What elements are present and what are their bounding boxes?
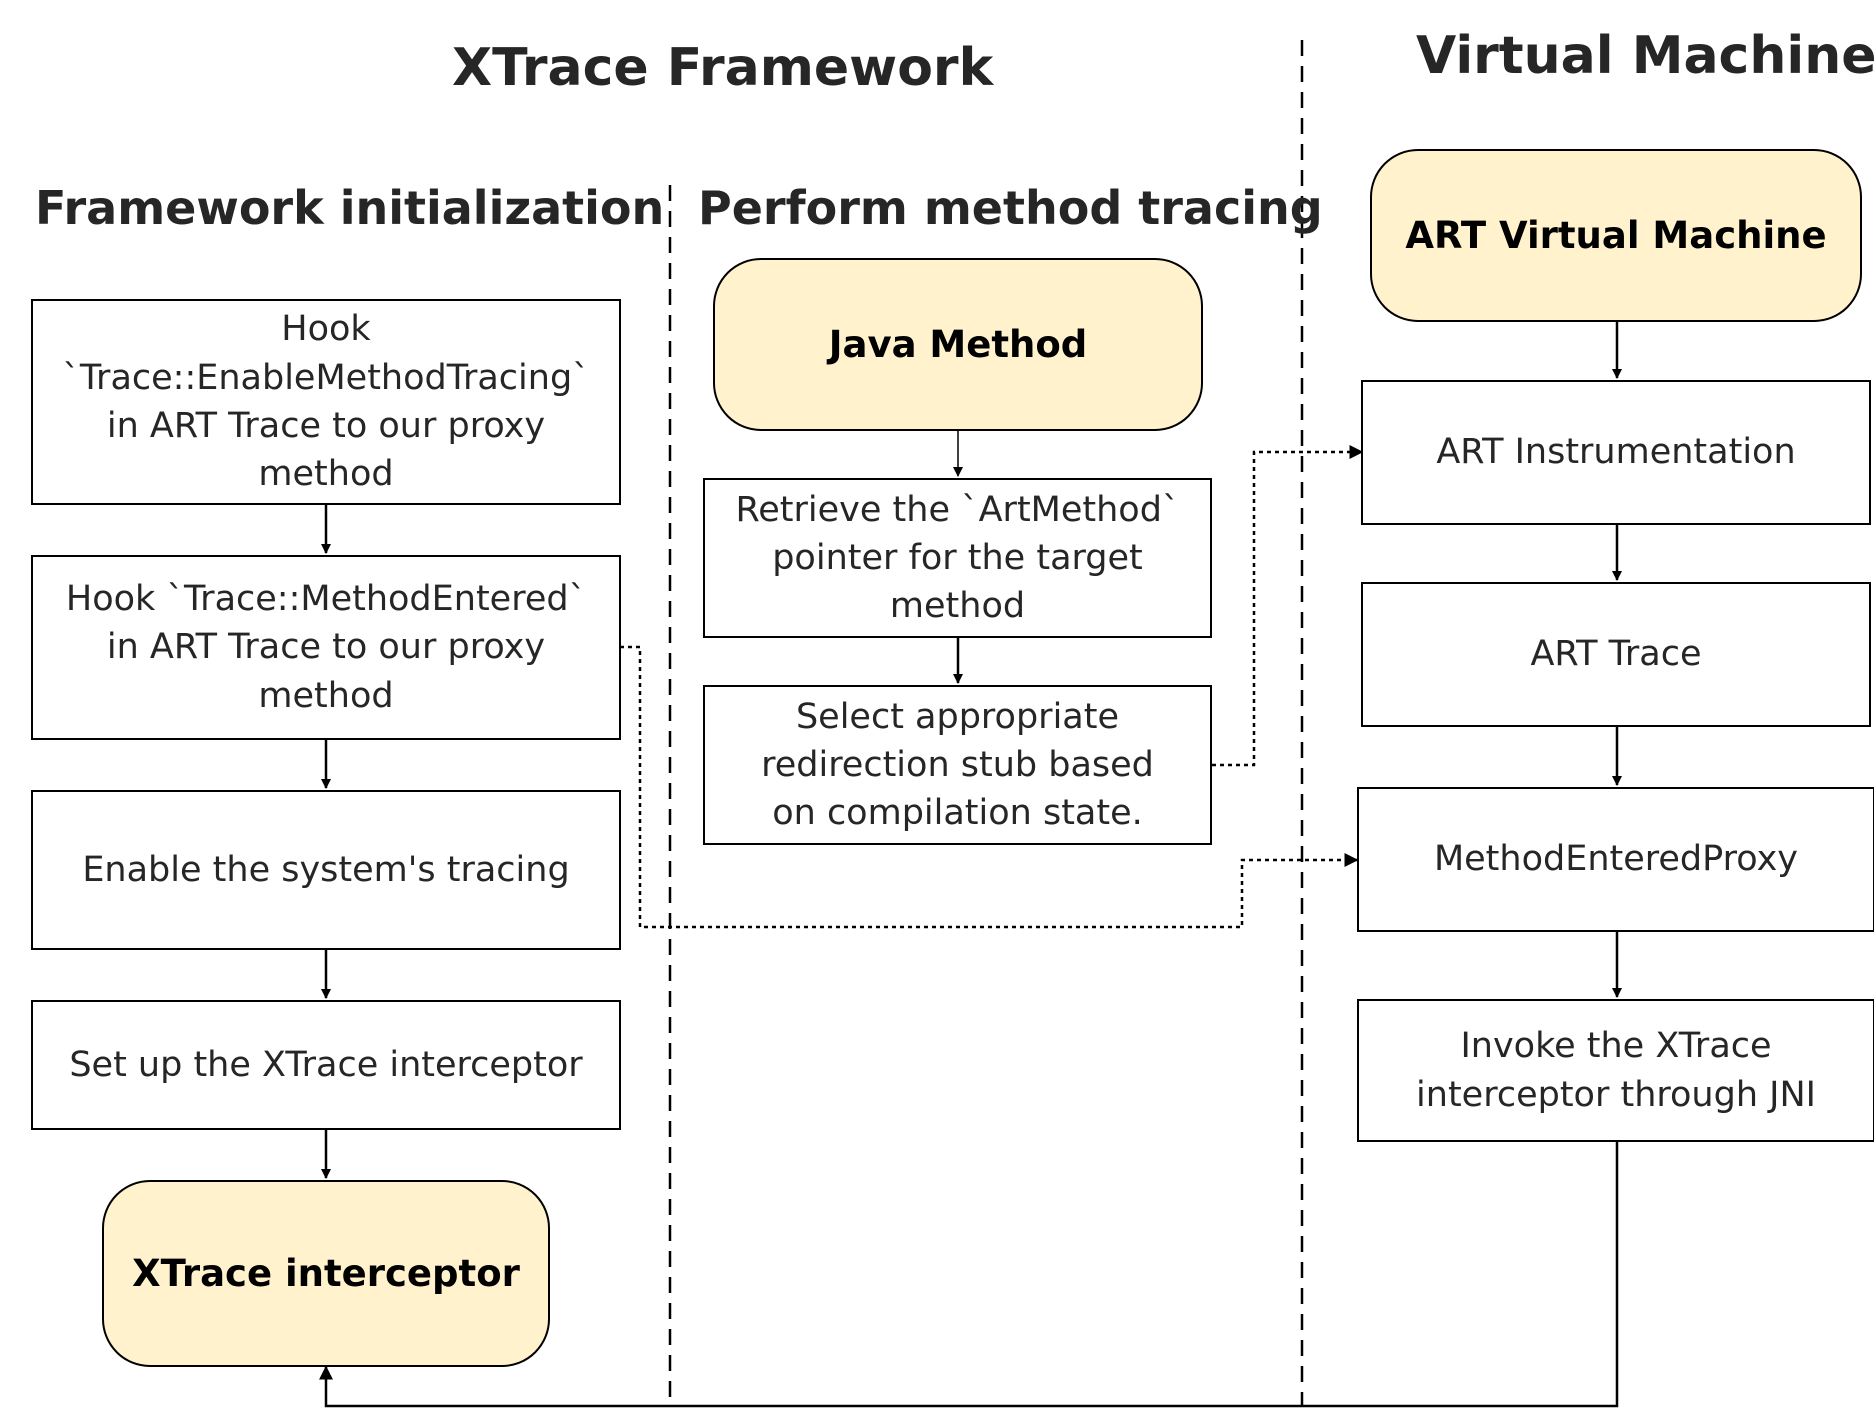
invoke-interceptor-jni-step: Invoke the XTrace interceptor through JN…: [1357, 999, 1874, 1142]
tracing-column-title: Perform method tracing: [698, 181, 1323, 235]
virtual-machine-title: Virtual Machine: [1416, 26, 1874, 86]
java-method-node: Java Method: [713, 258, 1203, 431]
hook-method-entered-step: Hook `Trace::MethodEntered` in ART Trace…: [31, 555, 621, 740]
dotted-arrow-hook-entered-to-proxy: [620, 645, 1359, 929]
hook-enable-method-tracing-step: Hook `Trace::EnableMethodTracing` in ART…: [31, 299, 621, 505]
art-virtual-machine-node: ART Virtual Machine: [1370, 149, 1862, 322]
setup-interceptor-step: Set up the XTrace interceptor: [31, 1000, 621, 1130]
dotted-arrow-select-to-instrumentation: [1212, 445, 1364, 767]
art-instrumentation-step: ART Instrumentation: [1361, 380, 1871, 525]
enable-system-tracing-step: Enable the system's tracing: [31, 790, 621, 950]
framework-title: XTrace Framework: [452, 38, 994, 98]
init-column-title: Framework initialization: [35, 181, 665, 235]
select-redirection-stub-step: Select appropriate redirection stub base…: [703, 685, 1212, 845]
retrieve-artmethod-step: Retrieve the `ArtMethod` pointer for the…: [703, 478, 1212, 638]
art-trace-step: ART Trace: [1361, 582, 1871, 727]
xtrace-interceptor-node: XTrace interceptor: [102, 1180, 550, 1367]
method-entered-proxy-step: MethodEnteredProxy: [1357, 787, 1874, 932]
arrow-invoke-to-interceptor: [319, 1142, 1619, 1408]
